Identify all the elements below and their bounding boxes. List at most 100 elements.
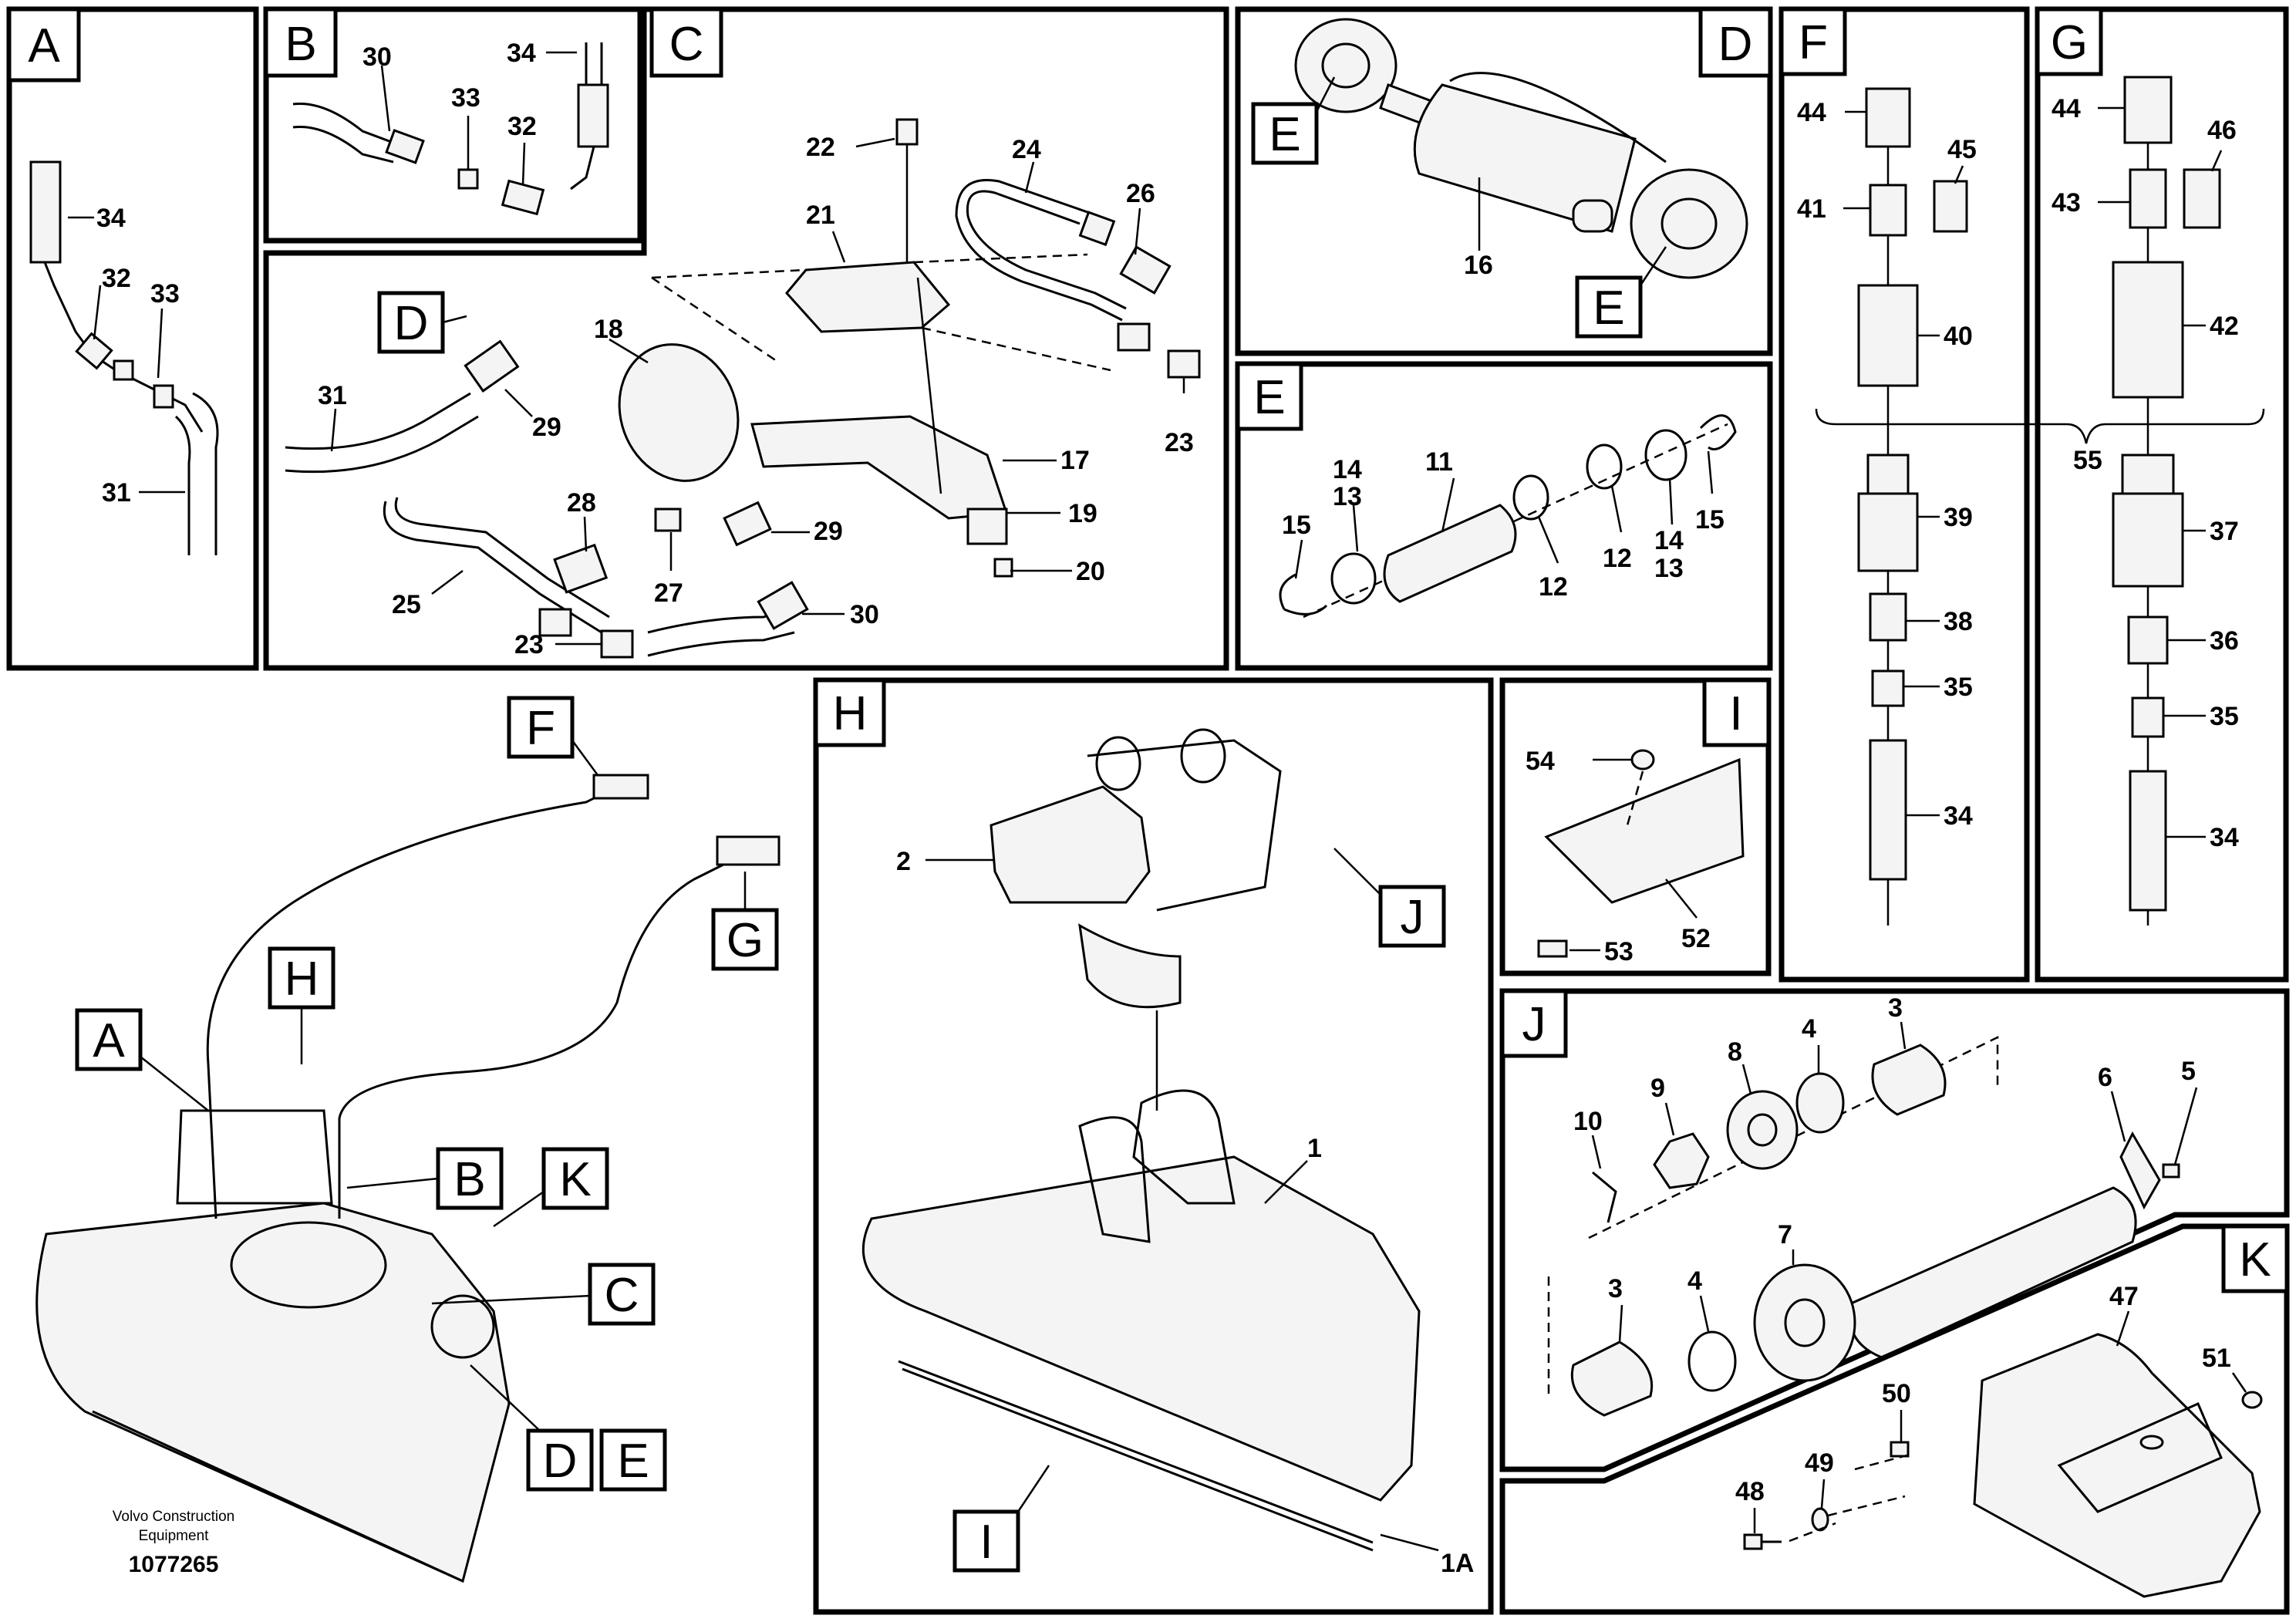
- callout-13: 13: [1654, 554, 1684, 583]
- callout-45: 45: [1947, 135, 1977, 164]
- callout-20: 20: [1076, 557, 1105, 586]
- callout-24: 24: [1012, 135, 1041, 164]
- callout-44: 44: [2052, 94, 2081, 123]
- callout-18: 18: [594, 315, 623, 344]
- callout-11: 11: [1425, 447, 1453, 477]
- overview-tag-k: K: [559, 1153, 591, 1206]
- callout-34: 34: [507, 39, 536, 68]
- callout-40: 40: [1944, 322, 1973, 351]
- callout-28: 28: [567, 488, 596, 518]
- panel-d-detail-e-tag-2: E: [1593, 282, 1624, 335]
- callout-37: 37: [2210, 517, 2239, 546]
- panel-h: H J I 2 1 1A: [813, 677, 1494, 1615]
- callout-43: 43: [2052, 188, 2081, 218]
- callout-52: 52: [1681, 924, 1711, 953]
- callout-2: 2: [896, 847, 911, 876]
- callout-53: 53: [1604, 937, 1633, 966]
- overview: F G H A B K C D E: [35, 696, 781, 1583]
- callout-21: 21: [806, 201, 835, 230]
- callout-41: 41: [1797, 194, 1826, 224]
- panel-k-tag: K: [2239, 1233, 2271, 1286]
- callout-17: 17: [1060, 446, 1090, 475]
- callout-1A: 1A: [1441, 1549, 1474, 1578]
- callout-3: 3: [1888, 993, 1903, 1023]
- callout-13: 13: [1333, 482, 1362, 511]
- callout-14: 14: [1333, 455, 1362, 484]
- panel-d-detail-e-tag-1: E: [1269, 108, 1300, 161]
- panel-h-detail-j-tag: J: [1401, 891, 1424, 944]
- panel-j-tag: J: [1522, 998, 1546, 1051]
- callout-10: 10: [1573, 1107, 1603, 1136]
- callout-7: 7: [1778, 1220, 1792, 1249]
- panel-a: A 34 32 33 31: [6, 6, 259, 671]
- callout-23: 23: [1165, 428, 1194, 457]
- callout-29: 29: [814, 517, 843, 546]
- callout-15: 15: [1282, 511, 1311, 540]
- callout-46: 46: [2207, 116, 2237, 145]
- panel-e-tag: E: [1253, 371, 1285, 424]
- overview-tag-a: A: [93, 1014, 125, 1067]
- panel-k: K 47 50 51 49 48: [1499, 1223, 2290, 1615]
- panel-a-tag: A: [28, 19, 60, 73]
- callout-8: 8: [1728, 1037, 1742, 1067]
- drawing-number: 1077265: [129, 1552, 219, 1577]
- callout-5: 5: [2181, 1057, 2196, 1086]
- callout-30: 30: [850, 600, 879, 629]
- callout-54: 54: [1526, 747, 1555, 776]
- callout-23: 23: [514, 630, 544, 659]
- panel-b-tag: B: [285, 18, 316, 71]
- callout-3: 3: [1608, 1274, 1623, 1303]
- panel-d-tag: D: [1718, 18, 1753, 71]
- overview-tag-h: H: [285, 953, 319, 1006]
- callout-31: 31: [102, 478, 131, 508]
- callout-32: 32: [102, 264, 131, 293]
- footer: Volvo Construction Equipment 1077265: [113, 1509, 234, 1577]
- panel-i-tag: I: [1729, 687, 1742, 740]
- callout-12: 12: [1603, 544, 1632, 573]
- panel-e: E 14 13 11 15 12 12 14 13 15: [1235, 361, 1773, 671]
- callout-49: 49: [1805, 1448, 1834, 1478]
- callout-25: 25: [392, 590, 421, 619]
- callout-30: 30: [362, 42, 392, 72]
- callout-50: 50: [1882, 1379, 1911, 1408]
- callout-1: 1: [1307, 1134, 1322, 1163]
- overview-tag-d: D: [543, 1435, 578, 1488]
- callout-9: 9: [1650, 1074, 1665, 1103]
- callout-32: 32: [507, 112, 537, 141]
- callout-34: 34: [96, 204, 126, 233]
- callout-35: 35: [2210, 702, 2239, 731]
- overview-tag-c: C: [605, 1269, 639, 1322]
- callout-35: 35: [1944, 673, 1973, 702]
- callout-34: 34: [1944, 801, 1973, 831]
- panel-f-tag: F: [1799, 16, 1828, 69]
- callout-22: 22: [806, 133, 835, 162]
- panel-c-detail-d-tag: D: [394, 297, 429, 350]
- panel-c-tag: C: [669, 18, 704, 71]
- callout-4: 4: [1687, 1266, 1702, 1296]
- callout-16: 16: [1464, 251, 1493, 280]
- callout-15: 15: [1695, 505, 1725, 534]
- panel-i: I 54 53 52: [1499, 677, 1772, 976]
- overview-tag-g: G: [727, 914, 764, 967]
- callout-31: 31: [318, 381, 347, 410]
- callout-38: 38: [1944, 607, 1973, 636]
- callout-51: 51: [2202, 1344, 2231, 1373]
- company-name-line-2: Equipment: [139, 1528, 210, 1544]
- callout-19: 19: [1068, 499, 1097, 528]
- callout-6: 6: [2098, 1063, 2112, 1092]
- callout-34: 34: [2210, 823, 2239, 852]
- callout-44: 44: [1797, 98, 1826, 127]
- panel-h-tag: H: [833, 687, 868, 740]
- callout-36: 36: [2210, 626, 2239, 656]
- callout-33: 33: [150, 279, 180, 309]
- callout-47: 47: [2109, 1282, 2139, 1311]
- callout-48: 48: [1735, 1477, 1765, 1506]
- callout-4: 4: [1802, 1014, 1816, 1044]
- panel-h-detail-i-tag: I: [979, 1516, 993, 1569]
- callout-33: 33: [451, 83, 480, 113]
- overview-tag-b: B: [453, 1153, 485, 1206]
- callout-26: 26: [1126, 179, 1155, 208]
- panel-f: F 44 45 41 40 39 38 35 34: [1778, 6, 2030, 983]
- shared-brace-55: 55: [1815, 408, 2265, 475]
